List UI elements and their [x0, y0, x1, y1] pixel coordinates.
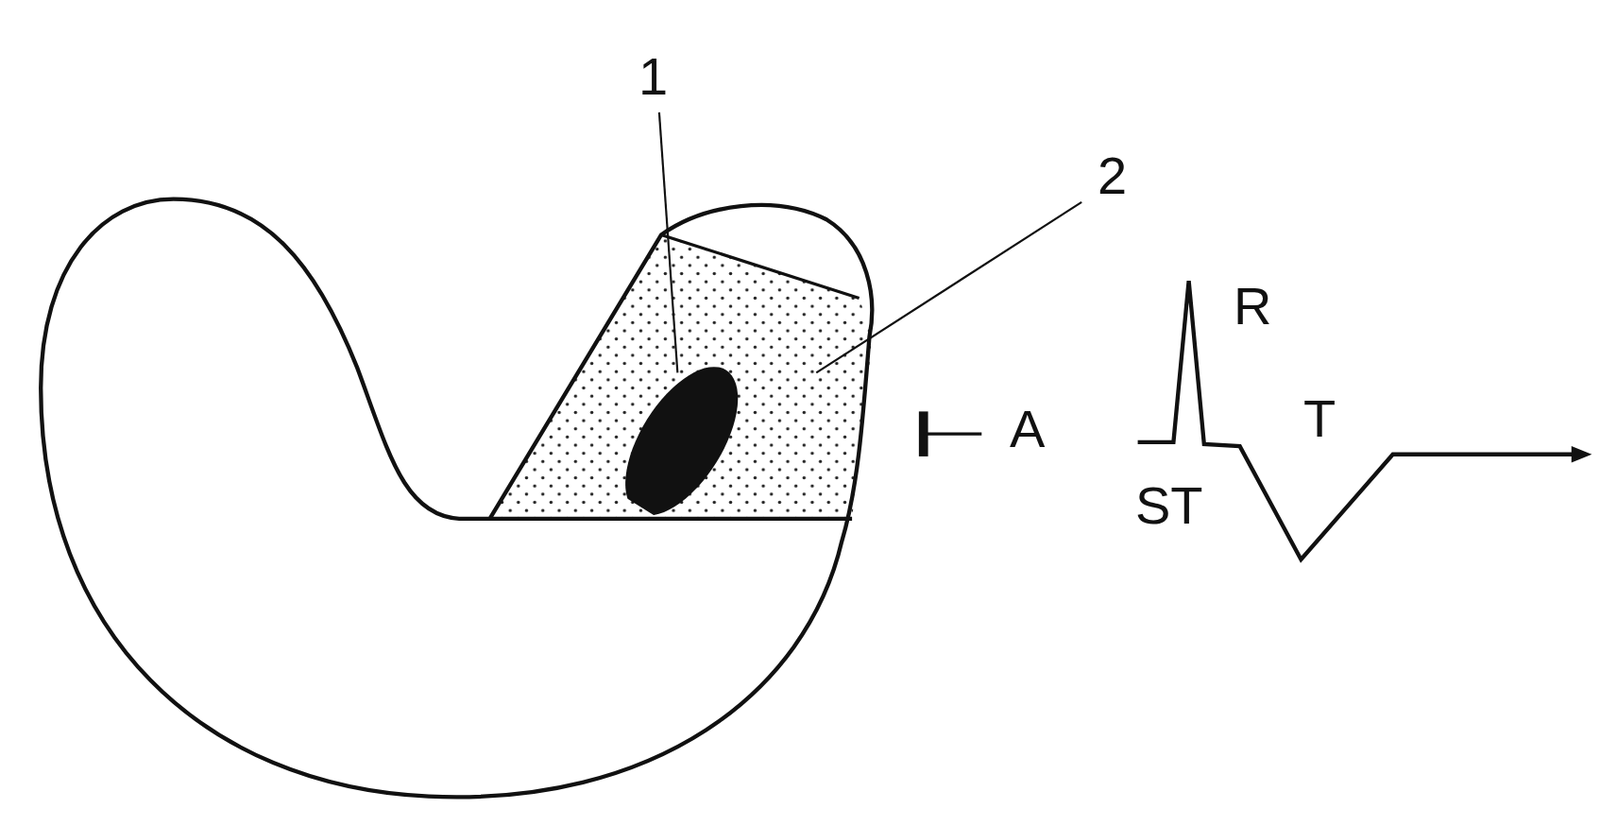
electrode-symbol: [923, 410, 983, 457]
zone-border: [490, 516, 853, 521]
heart-outline: [40, 199, 872, 798]
wave-label: T: [1303, 391, 1336, 445]
leader-line: [816, 202, 1082, 373]
wave-label: ST: [1135, 478, 1204, 532]
leader-line: [659, 112, 678, 373]
wave-label: R: [1233, 279, 1272, 333]
necrosis-zone: [602, 348, 761, 534]
callout-number: 2: [1097, 149, 1127, 203]
callout-number: 1: [638, 50, 668, 103]
heart-wall: [40, 199, 872, 798]
ecg-trace: [1138, 280, 1593, 560]
zone-border: [661, 234, 860, 298]
lead-label: A: [1009, 402, 1045, 456]
